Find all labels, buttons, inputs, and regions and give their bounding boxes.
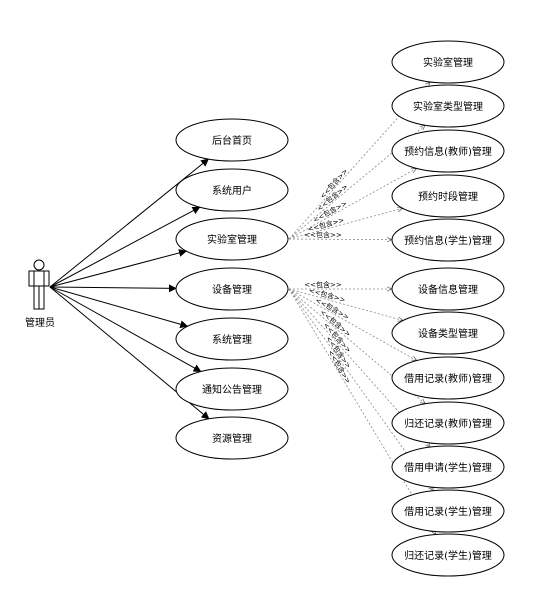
use-case-label: 设备管理 bbox=[212, 283, 252, 296]
use-case-label: 通知公告管理 bbox=[202, 383, 262, 396]
use-case-label: 借用申请(学生)管理 bbox=[404, 461, 492, 474]
use-case-reservation-student[interactable]: 预约信息(学生)管理 bbox=[391, 218, 505, 262]
use-case-borrow-record-teacher[interactable]: 借用记录(教师)管理 bbox=[391, 356, 505, 400]
association-line-system bbox=[49, 286, 189, 329]
use-case-lab[interactable]: 实验室管理 bbox=[175, 217, 289, 261]
include-line-lab-2 bbox=[288, 168, 417, 240]
use-case-borrow-request-student[interactable]: 借用申请(学生)管理 bbox=[391, 445, 505, 489]
actor-administrator[interactable]: 管理员 bbox=[25, 259, 55, 329]
actor-body bbox=[33, 270, 45, 287]
actor-head bbox=[33, 259, 45, 271]
equipment-sub-use-cases: 设备信息管理 设备类型管理 借用记录(教师)管理 归还记录(教师)管理 借用申请… bbox=[391, 267, 505, 577]
use-case-equipment-info[interactable]: 设备信息管理 bbox=[391, 267, 505, 311]
association-line-notice bbox=[49, 286, 202, 372]
use-case-return-record-student[interactable]: 归还记录(学生)管理 bbox=[391, 533, 505, 577]
use-case-label: 预约信息(教师)管理 bbox=[404, 145, 492, 158]
include-label: <<包含>> bbox=[304, 280, 342, 289]
use-case-label: 系统用户 bbox=[212, 184, 252, 197]
lab-sub-use-cases: 实验室管理 实验室类型管理 预约信息(教师)管理 预约时段管理 预约信息(学生)… bbox=[391, 40, 505, 262]
main-use-cases: 后台首页 系统用户 实验室管理 设备管理 系统管理 通知公告管理 资源管理 bbox=[175, 118, 289, 460]
use-case-label: 归还记录(教师)管理 bbox=[404, 417, 492, 430]
actor-right-arm bbox=[43, 270, 50, 287]
use-case-equipment-type[interactable]: 设备类型管理 bbox=[391, 311, 505, 355]
use-case-return-record-teacher[interactable]: 归还记录(教师)管理 bbox=[391, 401, 505, 445]
include-line-lab-4 bbox=[288, 239, 392, 240]
use-case-reservation-teacher[interactable]: 预约信息(教师)管理 bbox=[391, 129, 505, 173]
use-case-system[interactable]: 系统管理 bbox=[175, 317, 289, 361]
use-case-resource[interactable]: 资源管理 bbox=[175, 416, 289, 460]
association-line-equipment bbox=[49, 284, 177, 293]
actor-left-arm bbox=[28, 270, 35, 287]
include-line-lab-1 bbox=[288, 125, 425, 240]
actor-right-leg bbox=[38, 285, 45, 310]
include-line-lab-0 bbox=[288, 82, 430, 240]
actor-label: 管理员 bbox=[25, 316, 55, 329]
use-case-lab-manage[interactable]: 实验室管理 bbox=[391, 40, 505, 84]
association-line-lab bbox=[49, 249, 187, 288]
use-case-label: 资源管理 bbox=[212, 432, 252, 445]
include-line-equipment-5 bbox=[288, 288, 433, 491]
use-case-label: 预约时段管理 bbox=[418, 190, 478, 203]
use-case-label: 预约信息(学生)管理 bbox=[404, 234, 492, 247]
use-case-label: 设备类型管理 bbox=[418, 327, 478, 340]
use-case-notice[interactable]: 通知公告管理 bbox=[175, 367, 289, 411]
use-case-label: 借用记录(学生)管理 bbox=[404, 505, 492, 518]
use-case-label: 实验室类型管理 bbox=[413, 100, 483, 113]
use-case-borrow-record-student[interactable]: 借用记录(学生)管理 bbox=[391, 489, 505, 533]
use-case-label: 实验室管理 bbox=[207, 233, 257, 246]
association-line-users bbox=[49, 206, 201, 288]
use-case-reservation-slot[interactable]: 预约时段管理 bbox=[391, 174, 505, 218]
use-case-label: 借用记录(教师)管理 bbox=[404, 372, 492, 385]
use-case-label: 后台首页 bbox=[212, 134, 252, 147]
include-line-equipment-2 bbox=[288, 288, 417, 361]
use-case-label: 系统管理 bbox=[212, 333, 252, 346]
include-label: <<包含>> bbox=[304, 230, 342, 239]
use-case-users[interactable]: 系统用户 bbox=[175, 168, 289, 212]
use-case-home[interactable]: 后台首页 bbox=[175, 118, 289, 162]
use-case-lab-type[interactable]: 实验室类型管理 bbox=[391, 84, 505, 128]
use-case-label: 归还记录(学生)管理 bbox=[404, 549, 492, 562]
use-case-equipment[interactable]: 设备管理 bbox=[175, 267, 289, 311]
use-case-label: 实验室管理 bbox=[423, 56, 473, 69]
actor-left-leg bbox=[33, 285, 40, 310]
use-case-label: 设备信息管理 bbox=[418, 283, 478, 296]
